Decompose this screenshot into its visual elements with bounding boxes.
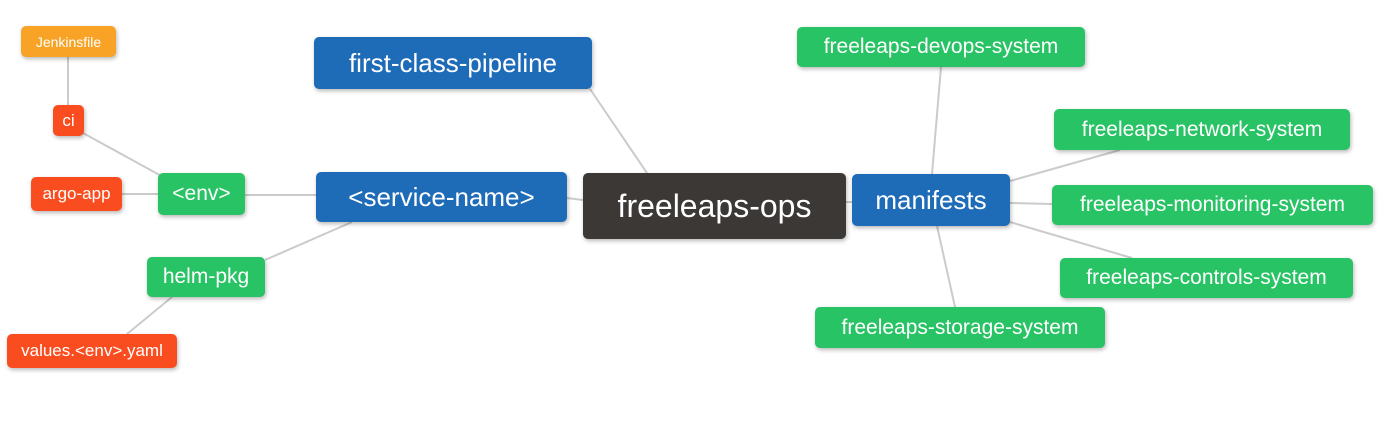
- edge-manifests-devops: [931, 66, 942, 175]
- node-label: freeleaps-storage-system: [841, 315, 1079, 339]
- mindmap-node-helm-pkg[interactable]: helm-pkg: [147, 257, 265, 297]
- mindmap-node-service-name[interactable]: <service-name>: [316, 172, 567, 222]
- mindmap-node-freeleaps-devops-system[interactable]: freeleaps-devops-system: [797, 27, 1085, 67]
- node-label: freeleaps-network-system: [1081, 117, 1323, 141]
- edge-helm-pkg-service-name: [264, 221, 353, 261]
- mindmap-node-freeleaps-network-system[interactable]: freeleaps-network-system: [1054, 109, 1350, 150]
- node-label: Jenkinsfile: [35, 33, 102, 50]
- mindmap-node-freeleaps-monitoring-system[interactable]: freeleaps-monitoring-system: [1052, 185, 1373, 225]
- node-label: argo-app: [42, 184, 111, 203]
- mindmap-node-env[interactable]: <env>: [158, 173, 245, 215]
- edge-service-freeleaps-ops: [566, 197, 584, 201]
- edge-manifests-monitoring: [1009, 202, 1053, 205]
- node-label: ci: [62, 110, 75, 130]
- mindmap-node-ci[interactable]: ci: [53, 105, 84, 136]
- node-label: <service-name>: [348, 181, 535, 212]
- node-label: freeleaps-ops: [617, 187, 812, 224]
- mindmap-node-freeleaps-ops[interactable]: freeleaps-ops: [583, 173, 846, 239]
- node-label: manifests: [875, 184, 987, 215]
- mindmap-node-first-class-pipeline[interactable]: first-class-pipeline: [314, 37, 592, 89]
- node-label: freeleaps-devops-system: [823, 35, 1059, 58]
- node-label: values.<env>.yaml: [21, 341, 163, 360]
- edge-pipeline-freeleaps-ops: [589, 88, 648, 174]
- node-label: freeleaps-controls-system: [1086, 266, 1327, 289]
- node-label: first-class-pipeline: [348, 47, 558, 78]
- node-label: <env>: [172, 182, 231, 205]
- edge-manifests-controls: [1009, 221, 1133, 259]
- mindmap-node-values-env-yaml[interactable]: values.<env>.yaml: [7, 334, 177, 368]
- edge-values-helm-pkg: [126, 296, 173, 335]
- mindmap-node-freeleaps-controls-system[interactable]: freeleaps-controls-system: [1060, 258, 1353, 298]
- mindmap-node-argo-app[interactable]: argo-app: [31, 177, 122, 211]
- node-label: freeleaps-monitoring-system: [1080, 193, 1345, 216]
- mindmap-node-jenkinsfile[interactable]: Jenkinsfile: [21, 26, 116, 57]
- node-label: helm-pkg: [162, 265, 250, 288]
- edge-manifests-storage: [936, 225, 956, 308]
- edge-ci-env: [82, 132, 166, 179]
- edge-manifests-network: [1009, 149, 1121, 182]
- mindmap-node-freeleaps-storage-system[interactable]: freeleaps-storage-system: [815, 307, 1105, 348]
- mindmap-node-manifests[interactable]: manifests: [852, 174, 1010, 226]
